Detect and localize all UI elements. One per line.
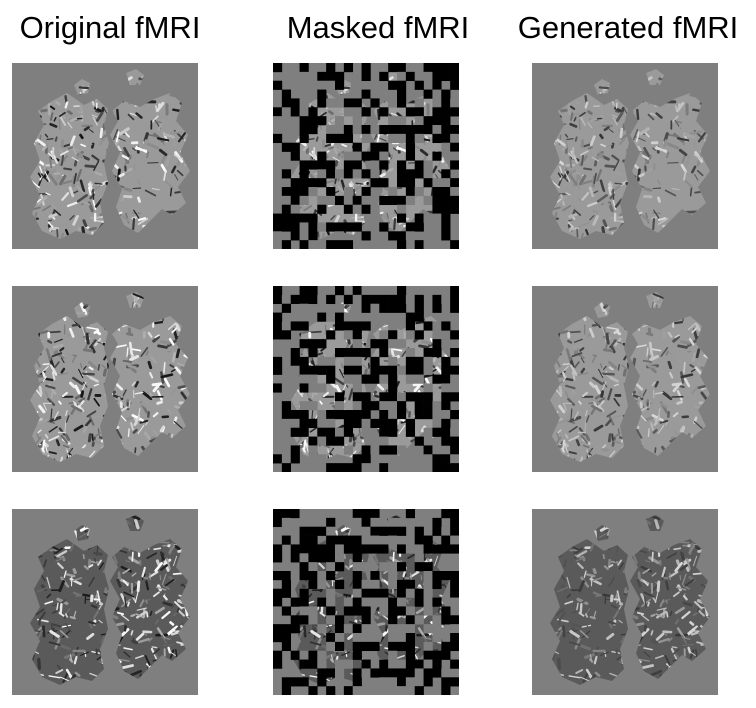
panel-masked-row-1 [273,63,459,249]
panel-generated-row-2 [532,286,718,472]
fmri-image [273,509,459,695]
fmri-image [273,286,459,472]
fmri-image [532,509,718,695]
panel-generated-row-3 [532,509,718,695]
fmri-image [12,509,198,695]
column-title-masked: Masked fMRI [286,10,470,45]
fmri-image [273,63,459,249]
mask-grid [273,63,459,249]
mask-grid [273,286,459,472]
panel-original-row-2 [12,286,198,472]
column-title-original: Original fMRI [19,10,201,45]
column-title-generated: Generated fMRI [517,10,739,45]
panel-generated-row-1 [532,63,718,249]
mask-grid [273,509,459,695]
panel-masked-row-2 [273,286,459,472]
fmri-image [12,63,198,249]
fmri-image [532,286,718,472]
fmri-image [12,286,198,472]
panel-original-row-3 [12,509,198,695]
fmri-image [532,63,718,249]
panel-original-row-1 [12,63,198,249]
panel-masked-row-3 [273,509,459,695]
